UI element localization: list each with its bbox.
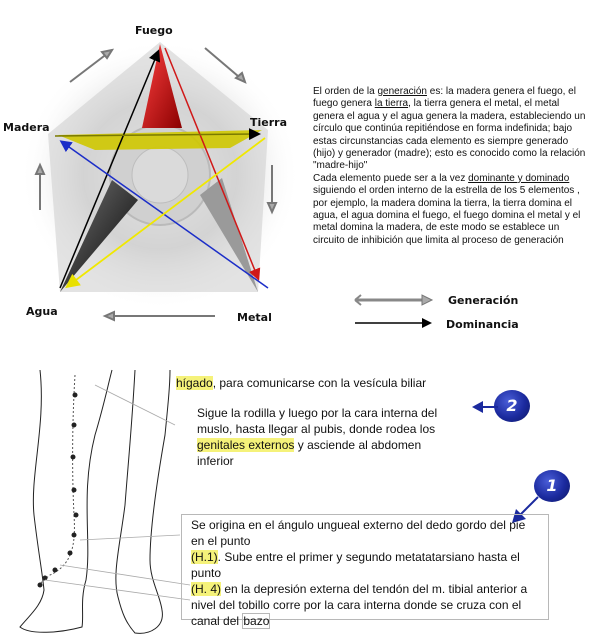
madera-tierra-line — [54, 128, 261, 141]
section1-line2: . Sube entre el primer y segundo metatat… — [191, 550, 520, 580]
label-metal: Metal — [237, 311, 272, 324]
desc-text: Cada elemento puede ser a la vez — [313, 172, 469, 184]
legend-arrows — [354, 294, 434, 328]
generation-arrows — [34, 47, 278, 322]
arrow-left — [34, 162, 46, 210]
desc-text: El orden de la — [313, 86, 378, 97]
label-madera: Madera — [3, 121, 50, 134]
section1-box — [181, 514, 549, 620]
arrow-upper-left — [69, 48, 115, 83]
generation-link[interactable]: generación — [377, 86, 427, 97]
metal-wedge — [200, 178, 258, 292]
generation-paragraph: El orden de la generación es: la madera … — [313, 86, 593, 173]
arrow-bottom — [102, 310, 215, 322]
spleen-link[interactable]: bazo — [242, 613, 271, 629]
genitals-highlight: genitales externos — [197, 438, 295, 452]
dominance-link[interactable]: dominante y dominado — [468, 172, 570, 184]
dominance-legend-arrow-icon — [355, 318, 432, 328]
metal-madera-line — [59, 140, 269, 289]
arrow-right — [266, 165, 278, 215]
point-h4: (H. 4) — [191, 582, 221, 596]
tierra-agua-line — [65, 137, 266, 289]
fire-triangle — [142, 44, 182, 128]
agua-fuego-line — [59, 49, 161, 289]
section1-line1: Se origina en el ángulo ungueal externo … — [191, 518, 526, 548]
tierra-link[interactable]: la tierra — [374, 98, 409, 110]
label-agua: Agua — [26, 305, 58, 318]
marker-1-icon: 1 — [534, 470, 570, 502]
hepatic-text: hígado, para comunicarse con la vesícula… — [176, 375, 426, 391]
pointer-lines — [44, 384, 191, 601]
desc-text: , la tierra genera el metal, el metal ge… — [313, 98, 586, 172]
section2-text: Sigue la rodilla y luego por la cara int… — [197, 405, 459, 469]
hepatic-text-post: , para comunicarse con la vesícula bilia… — [212, 376, 427, 390]
marker-1-arrow-icon — [512, 496, 539, 523]
liver-highlight: hígado — [176, 376, 213, 390]
dominance-paragraph: Cada elemento puede ser a la vez dominan… — [313, 173, 593, 247]
section1-line3: en la depresión externa del tendón del m… — [191, 582, 528, 628]
leg-illustration — [19, 369, 191, 634]
generation-legend-arrow-icon — [354, 294, 434, 306]
section2-line2: y asciende al abdomen inferior — [197, 438, 422, 468]
elements-description: El orden de la generación es: la madera … — [313, 86, 593, 247]
desc-text: siguiendo el orden interno de la estrell… — [313, 185, 581, 246]
meridian-points — [37, 392, 79, 588]
wood-wedge — [60, 180, 138, 292]
desc-text: es: la madera genera el fuego, el fuego … — [313, 86, 576, 110]
legend-dominance: Dominancia — [446, 318, 519, 331]
marker-2-arrow-icon — [472, 401, 498, 413]
legend-generation: Generación — [448, 294, 519, 307]
label-fuego: Fuego — [135, 24, 173, 37]
section2-line1: Sigue la rodilla y luego por la cara int… — [197, 406, 438, 436]
marker-2-icon: 2 — [494, 390, 530, 422]
arrow-upper-right — [204, 47, 247, 84]
point-h1: (H.1) — [191, 550, 218, 564]
fuego-metal-line — [164, 47, 261, 281]
section1-text: Se origina en el ángulo ungueal externo … — [191, 517, 531, 629]
label-tierra: Tierra — [250, 116, 288, 129]
